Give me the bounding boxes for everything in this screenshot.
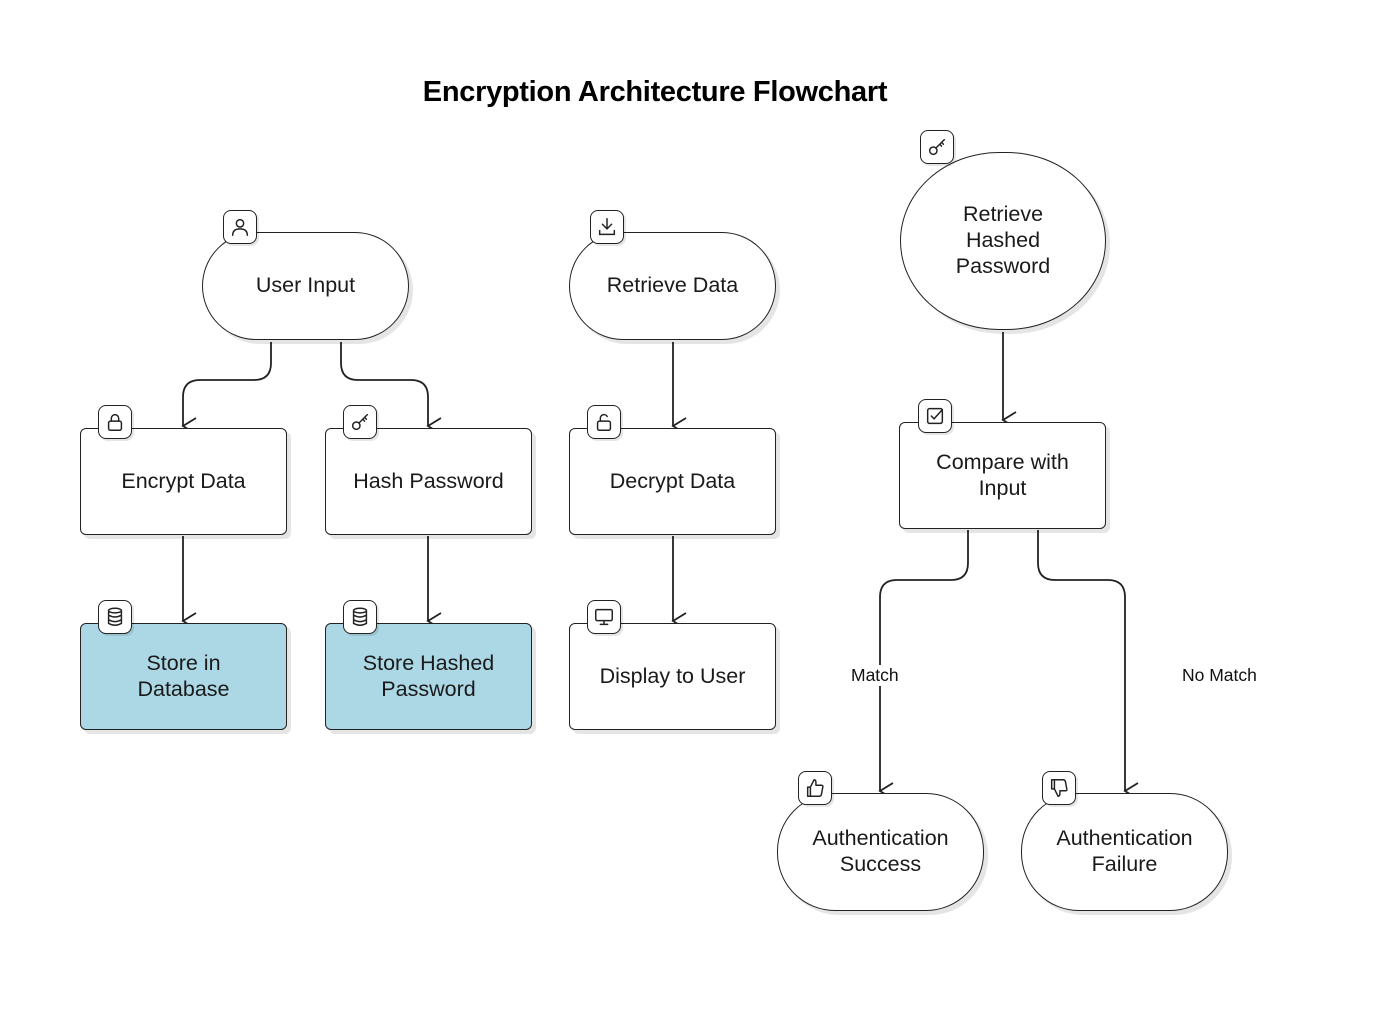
node-label: Decrypt Data	[609, 468, 736, 493]
node-store-in-database[interactable]: Store in Database	[80, 623, 287, 730]
node-store-hashed-password[interactable]: Store Hashed Password	[325, 623, 532, 730]
node-label: Retrieve Data	[606, 273, 739, 298]
node-authentication-success[interactable]: Authentication Success	[777, 793, 984, 911]
node-label: Hash Password	[353, 468, 504, 493]
node-label: Retrieve Hashed Password	[955, 202, 1051, 278]
node-display-to-user[interactable]: Display to User	[569, 623, 776, 730]
node-encrypt-data[interactable]: Encrypt Data	[80, 428, 287, 535]
node-decrypt-data[interactable]: Decrypt Data	[569, 428, 776, 535]
edge-user-hash	[340, 342, 442, 435]
node-label: Authentication Success	[812, 826, 949, 876]
unlock-icon	[587, 405, 621, 439]
key-icon	[343, 405, 377, 439]
checkbox-icon	[918, 399, 952, 433]
edge-compare-failure	[1037, 530, 1139, 800]
database-icon	[98, 600, 132, 634]
node-label: Store Hashed Password	[362, 650, 495, 701]
node-user-input[interactable]: User Input	[202, 232, 409, 340]
thumbs-down-icon	[1042, 771, 1076, 805]
thumbs-up-icon	[798, 771, 832, 805]
lock-icon	[98, 405, 132, 439]
download-icon	[590, 210, 624, 244]
user-icon	[223, 210, 257, 244]
node-hash-password[interactable]: Hash Password	[325, 428, 532, 535]
node-label: Authentication Failure	[1056, 826, 1193, 876]
node-compare-with-input[interactable]: Compare with Input	[899, 422, 1106, 529]
edge-label-match: Match	[849, 665, 901, 686]
database-icon	[343, 600, 377, 634]
edge-user-encrypt	[181, 342, 272, 435]
node-retrieve-data[interactable]: Retrieve Data	[569, 232, 776, 340]
node-label: Encrypt Data	[121, 468, 246, 493]
diagram-title: Encryption Architecture Flowchart	[422, 76, 888, 108]
node-retrieve-hashed-password[interactable]: Retrieve Hashed Password	[900, 152, 1106, 330]
node-label: Store in Database	[137, 650, 230, 701]
node-label: Display to User	[599, 663, 746, 688]
edge-label-no-match: No Match	[1180, 665, 1259, 686]
monitor-icon	[587, 600, 621, 634]
edge-compare-success	[878, 530, 969, 800]
key-icon	[920, 130, 954, 164]
node-authentication-failure[interactable]: Authentication Failure	[1021, 793, 1228, 911]
node-label: Compare with Input	[936, 449, 1069, 500]
node-label: User Input	[255, 273, 356, 298]
